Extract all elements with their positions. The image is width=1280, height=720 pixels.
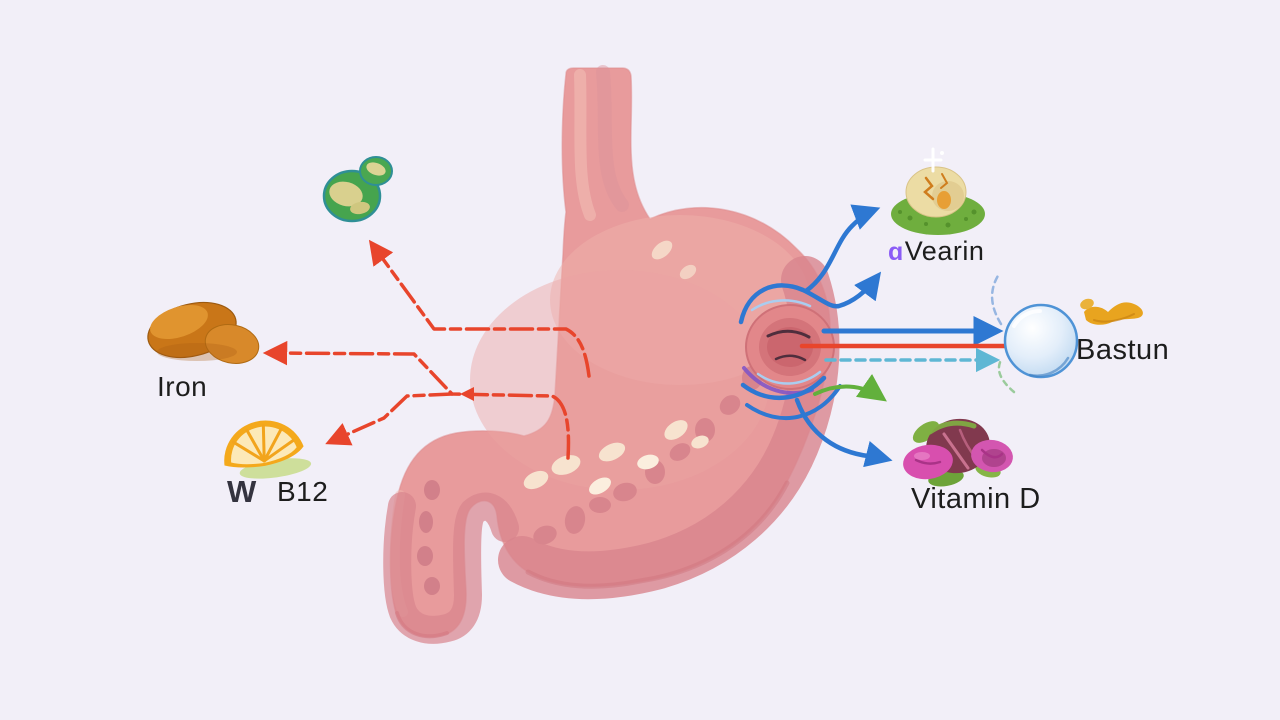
vitamin-d-label: Vitamin D xyxy=(911,483,1041,515)
stomach-rugae xyxy=(523,240,709,495)
sparkle-icon xyxy=(923,147,944,173)
culture-mound-icon xyxy=(891,147,985,235)
arrow-to-b12 xyxy=(325,392,454,446)
arrowhead-mid xyxy=(460,387,474,401)
pylorus-sphincter xyxy=(745,304,835,390)
iron-label: Iron xyxy=(157,371,208,402)
pylorus-flow-arrows xyxy=(738,204,1025,468)
vearin-prefix-glyph: ɑ xyxy=(888,238,904,266)
arrow-to-vearin-upper xyxy=(803,204,881,294)
b12-molecule-glyph: W xyxy=(227,474,257,509)
arrow-to-microbe xyxy=(368,239,591,378)
stomach-illustration xyxy=(383,65,840,644)
vearin-label: ɑVearin xyxy=(888,236,984,267)
arrow-to-iron xyxy=(262,340,571,460)
squiggle-icon xyxy=(1080,298,1143,325)
arrow-to-vitd-green xyxy=(813,373,887,402)
absorption-bubble-icon xyxy=(1003,303,1079,379)
arrow-to-vitd-blue xyxy=(794,397,893,468)
arrow-to-vearin-lower xyxy=(738,271,882,325)
vearin-label-text: Vearin xyxy=(904,236,985,266)
b12-label: B12 xyxy=(277,476,329,507)
orange-slice-icon xyxy=(224,420,312,479)
bastun-label: Bastun xyxy=(1076,334,1170,366)
stomach-highlights xyxy=(389,65,810,617)
bubble-dashed-green xyxy=(997,358,1016,394)
bubble-dashed-blue xyxy=(990,272,1003,326)
red-dashed-arrows xyxy=(262,239,591,460)
iron-chunk-icon xyxy=(147,301,260,364)
fig-berries-icon xyxy=(903,418,1013,487)
microbe-icon xyxy=(322,156,393,223)
